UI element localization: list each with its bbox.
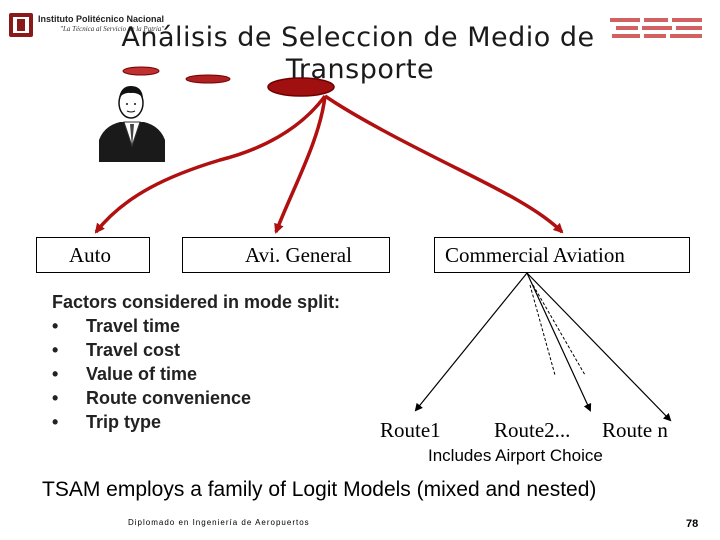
institution-motto: "La Técnica al Servicio de la Patria" bbox=[60, 25, 165, 33]
arrow-to-commercial bbox=[324, 94, 564, 234]
route-line-3 bbox=[526, 272, 672, 422]
factor-label: Travel time bbox=[86, 316, 181, 336]
route-label-1: Route1 bbox=[380, 418, 441, 442]
factor-item: • Route convenience bbox=[52, 388, 251, 409]
bullet: • bbox=[52, 340, 59, 360]
bullet: • bbox=[52, 364, 59, 384]
route-label-n: Route n bbox=[602, 418, 668, 442]
bullet: • bbox=[52, 412, 59, 432]
watermark-logo-icon bbox=[610, 18, 702, 38]
route-line-5 bbox=[532, 284, 586, 376]
marker-ellipse-3 bbox=[267, 77, 335, 97]
factor-label: Trip type bbox=[86, 412, 162, 432]
page-number: 78 bbox=[686, 518, 699, 530]
factor-item: • Travel cost bbox=[52, 340, 180, 361]
route-line-1 bbox=[414, 272, 528, 412]
route-label-2: Route2... bbox=[494, 418, 571, 442]
route-line-4 bbox=[529, 284, 556, 376]
businessman-icon bbox=[99, 86, 165, 162]
mode-label-auto: Auto bbox=[69, 242, 111, 267]
factor-label: Travel cost bbox=[86, 340, 181, 360]
airport-choice-note: Includes Airport Choice bbox=[428, 446, 603, 465]
factor-label: Route convenience bbox=[86, 388, 252, 408]
institution-header bbox=[6, 10, 156, 38]
marker-ellipse-2 bbox=[185, 74, 231, 84]
mode-label-avi-general: Avi. General bbox=[245, 242, 352, 267]
factor-item: • Trip type bbox=[52, 412, 161, 433]
route-line-2 bbox=[526, 272, 592, 412]
institution-name: Instituto Politécnico Nacional bbox=[38, 14, 165, 24]
slide-title-line-1: Análisis de Seleccion de Medio de bbox=[121, 22, 595, 53]
factor-item: • Value of time bbox=[52, 364, 197, 385]
marker-ellipse-1 bbox=[122, 66, 160, 76]
arrow-to-auto bbox=[94, 94, 327, 234]
arrow-to-avi-general bbox=[274, 95, 327, 234]
tsam-summary: TSAM employs a family of Logit Models (m… bbox=[42, 478, 597, 501]
mode-box-commercial-aviation: Commercial Aviation bbox=[434, 237, 690, 273]
mode-box-avi-general: Avi. General bbox=[182, 237, 390, 273]
factor-label: Value of time bbox=[86, 364, 198, 384]
footer-course-name: Diplomado en Ingeniería de Aeropuertos bbox=[128, 518, 310, 527]
mode-box-auto: Auto bbox=[36, 237, 150, 273]
mode-label-commercial-aviation: Commercial Aviation bbox=[445, 242, 625, 267]
bullet: • bbox=[52, 316, 59, 336]
factor-item: • Travel time bbox=[52, 316, 180, 337]
ipn-logo-icon bbox=[9, 13, 33, 37]
bullet: • bbox=[52, 388, 59, 408]
factors-heading: Factors considered in mode split: bbox=[52, 292, 341, 312]
